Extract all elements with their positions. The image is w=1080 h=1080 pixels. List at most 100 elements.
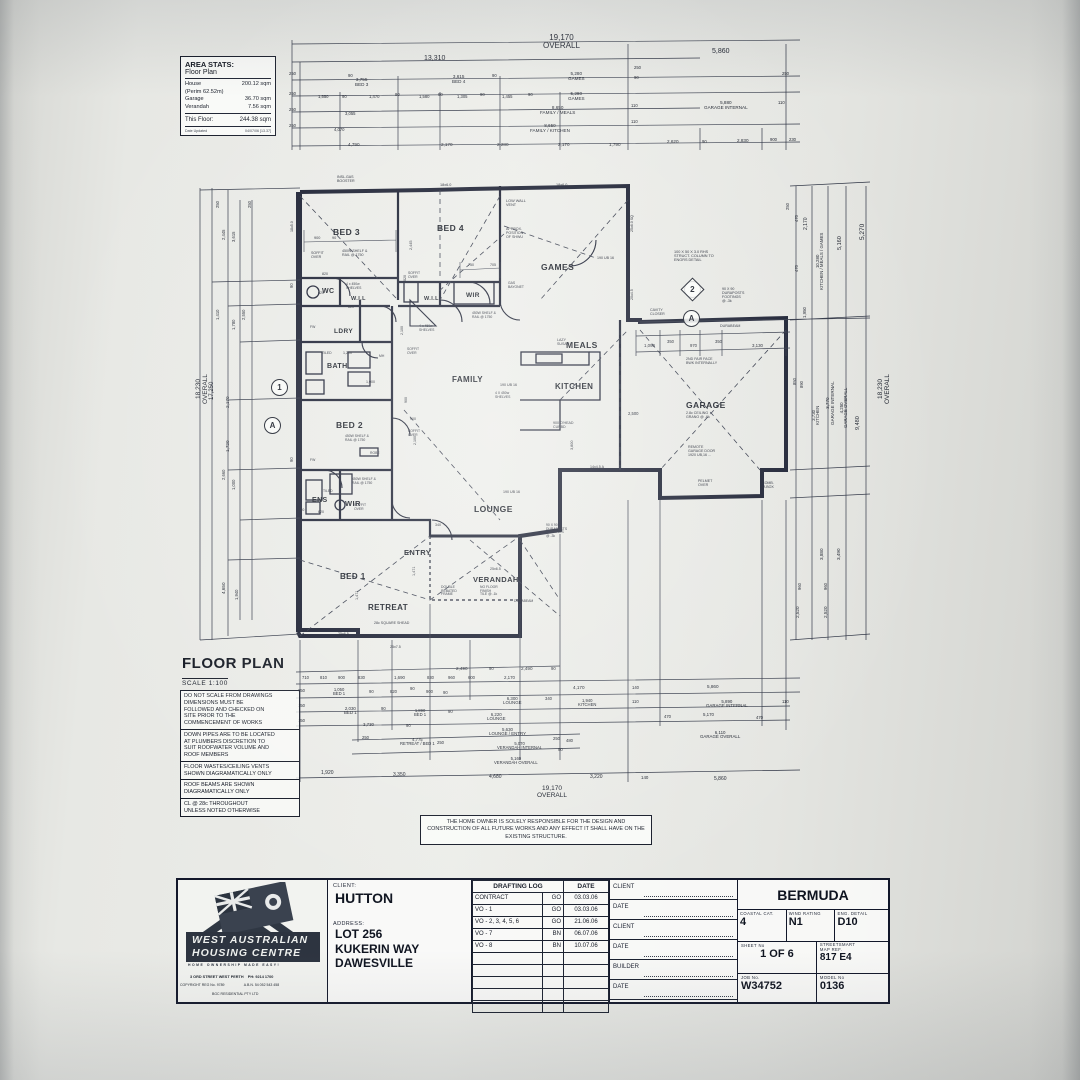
dlog-by: GO	[542, 916, 564, 929]
room-label-bed-3: BED 3	[333, 227, 361, 237]
dimension-plan_small: 340	[435, 523, 441, 527]
dimension-top: 3,055	[345, 111, 356, 116]
dimension-bottom: 2,170	[504, 675, 515, 680]
detail-marker-diamond-2: 2	[680, 277, 705, 302]
signature-label: CLIENT	[613, 884, 635, 890]
dimension-top: 90	[342, 94, 347, 99]
plan-note: SOFFIT OVER	[354, 503, 367, 511]
logo-tagline: H O M E O W N E R S H I P M A D E E A S …	[188, 963, 279, 967]
dimension-left: 2,170	[225, 396, 230, 409]
signature-line[interactable]	[644, 896, 733, 897]
plan-note: SOFFIT OVER	[311, 251, 324, 259]
dimension-left: 4,650	[221, 582, 226, 595]
dimension-bottom: 1,890 BED 1	[414, 708, 427, 718]
signature-row[interactable]: DATE	[610, 940, 737, 960]
dimension-left: 2,445	[221, 229, 226, 240]
logo-line-1: WEST AUSTRALIAN	[192, 934, 309, 946]
eng-detail: ENG. DETAIL D10	[837, 911, 868, 928]
signature-row[interactable]: DATE	[610, 980, 737, 1000]
dlog-item: VO - 7	[471, 928, 544, 941]
client-label: CLIENT:	[333, 883, 357, 889]
plan-note: 450W SHELF & RAIL @ 1750	[472, 311, 496, 319]
dimension-top: 2,280	[497, 142, 509, 147]
area-stats-footer: Date Updated 04/07/06 [13.37]	[185, 129, 271, 133]
dimension-top: 2,830	[737, 138, 749, 143]
room-label-entry: ENTRY	[404, 548, 432, 557]
signature-row[interactable]: CLIENT	[610, 920, 737, 940]
dimension-bottom: 90	[448, 709, 453, 714]
signature-line[interactable]	[644, 936, 733, 937]
signature-line[interactable]	[644, 996, 733, 997]
plan-note: SOFFIT OVER	[408, 429, 421, 437]
model-info-cell: BERMUDA COASTAL CAT. 4 WIND RATING N1 EN…	[738, 880, 888, 1002]
dimension-bottom: 90	[558, 747, 563, 752]
dimension-left: 3,615	[231, 231, 236, 242]
dimension-top: 110	[631, 103, 638, 108]
signature-line[interactable]	[644, 956, 733, 957]
dimension-bottom: 600	[468, 675, 475, 680]
plan-note: REMOTE GARAGE DOOR 1920 UB,16 ...	[688, 445, 716, 457]
dimension-bottom: 90	[406, 723, 411, 728]
dimension-top: 19,170 OVERALL	[543, 33, 580, 50]
dimension-plan_small: 190 UB 16	[500, 383, 517, 387]
dimension-bottom: 830	[358, 675, 365, 680]
dimension-top: 13,310	[424, 55, 446, 62]
ratings-row: COASTAL CAT. 4 WIND RATING N1 ENG. DETAI…	[738, 910, 888, 942]
signature-row[interactable]: DATE	[610, 900, 737, 920]
dimension-top: 900	[770, 137, 777, 142]
dimension-plan_small: 14x4.5 A	[590, 465, 604, 469]
dimension-plan_small: 900	[410, 417, 416, 421]
area-stats-row-value: 7.56 sqm	[247, 103, 271, 110]
dimension-plan_small: 620	[318, 510, 324, 514]
logo-entity: BGC RESIDENTIAL PTY LTD	[212, 992, 259, 996]
dimension-plan_small: 190 UB 16	[597, 256, 614, 260]
signature-row[interactable]: CLIENT	[610, 880, 737, 900]
dimension-right: 3,130	[752, 343, 763, 348]
room-label-games: GAMES	[541, 262, 575, 272]
plan-note: LAZY SUSAN	[557, 338, 570, 346]
wind-rating: WIND RATING N1	[787, 910, 836, 941]
note-item: DO NOT SCALE FROM DRAWINGS DIMENSIONS MU…	[181, 691, 299, 730]
signature-label: DATE	[613, 904, 629, 910]
address-label: ADDRESS:	[333, 921, 365, 927]
dimension-bottom: 820	[390, 689, 397, 694]
dimension-left: 1,720	[225, 440, 230, 453]
detail-marker-1: 1	[271, 379, 288, 396]
area-stats-row-value: 200.12 sqm	[241, 81, 271, 87]
dimension-bottom: 140	[632, 685, 639, 690]
dimension-bottom: 480	[566, 738, 573, 743]
dimension-right: 3,880	[819, 548, 824, 561]
dimension-right: 890	[799, 381, 804, 388]
signature-line[interactable]	[644, 916, 733, 917]
signature-row[interactable]: BUILDER	[610, 960, 737, 980]
dimension-bottom: 110	[782, 699, 789, 704]
area-stats-total-label: This Floor:	[185, 117, 214, 124]
dimension-left: 18,230 OVERALL	[195, 374, 209, 404]
dimension-plan_small: 1,200	[343, 351, 352, 355]
dimension-bottom: 90	[551, 666, 556, 671]
dimension-right: 2,520	[795, 606, 800, 619]
dimension-plan_small: 900	[404, 397, 408, 403]
scale-label: SCALE 1:100	[182, 678, 228, 687]
dimension-top: 90	[480, 92, 485, 97]
dimension-bottom: 90	[381, 706, 386, 711]
floor-plan-title-group: FLOOR PLAN SCALE 1:100	[182, 655, 285, 690]
area-stats-row-value: 36.70 sqm	[244, 96, 271, 103]
signature-label: DATE	[613, 984, 629, 990]
title-block: WEST AUSTRALIAN HOUSING CENTRE H O M E O…	[176, 878, 890, 1013]
dimension-bottom: 250	[437, 740, 444, 745]
dimension-plan_small: 2,100	[413, 436, 417, 445]
drafting-log-header: DRAFTING LOG	[472, 880, 564, 893]
dimension-top: 250	[289, 91, 296, 96]
dimension-bottom: 830	[427, 675, 434, 680]
dimension-right: 18,230 OVERALL	[877, 374, 891, 404]
signature-line[interactable]	[644, 976, 733, 977]
drafting-log-row-empty	[471, 976, 609, 989]
page-title: FLOOR PLAN	[182, 655, 285, 672]
room-label-family: FAMILY	[452, 375, 483, 384]
dimension-bottom: 5,170	[703, 712, 714, 717]
dimension-bottom: 960	[448, 675, 455, 680]
dlog-date: 03.03.06	[563, 904, 609, 917]
